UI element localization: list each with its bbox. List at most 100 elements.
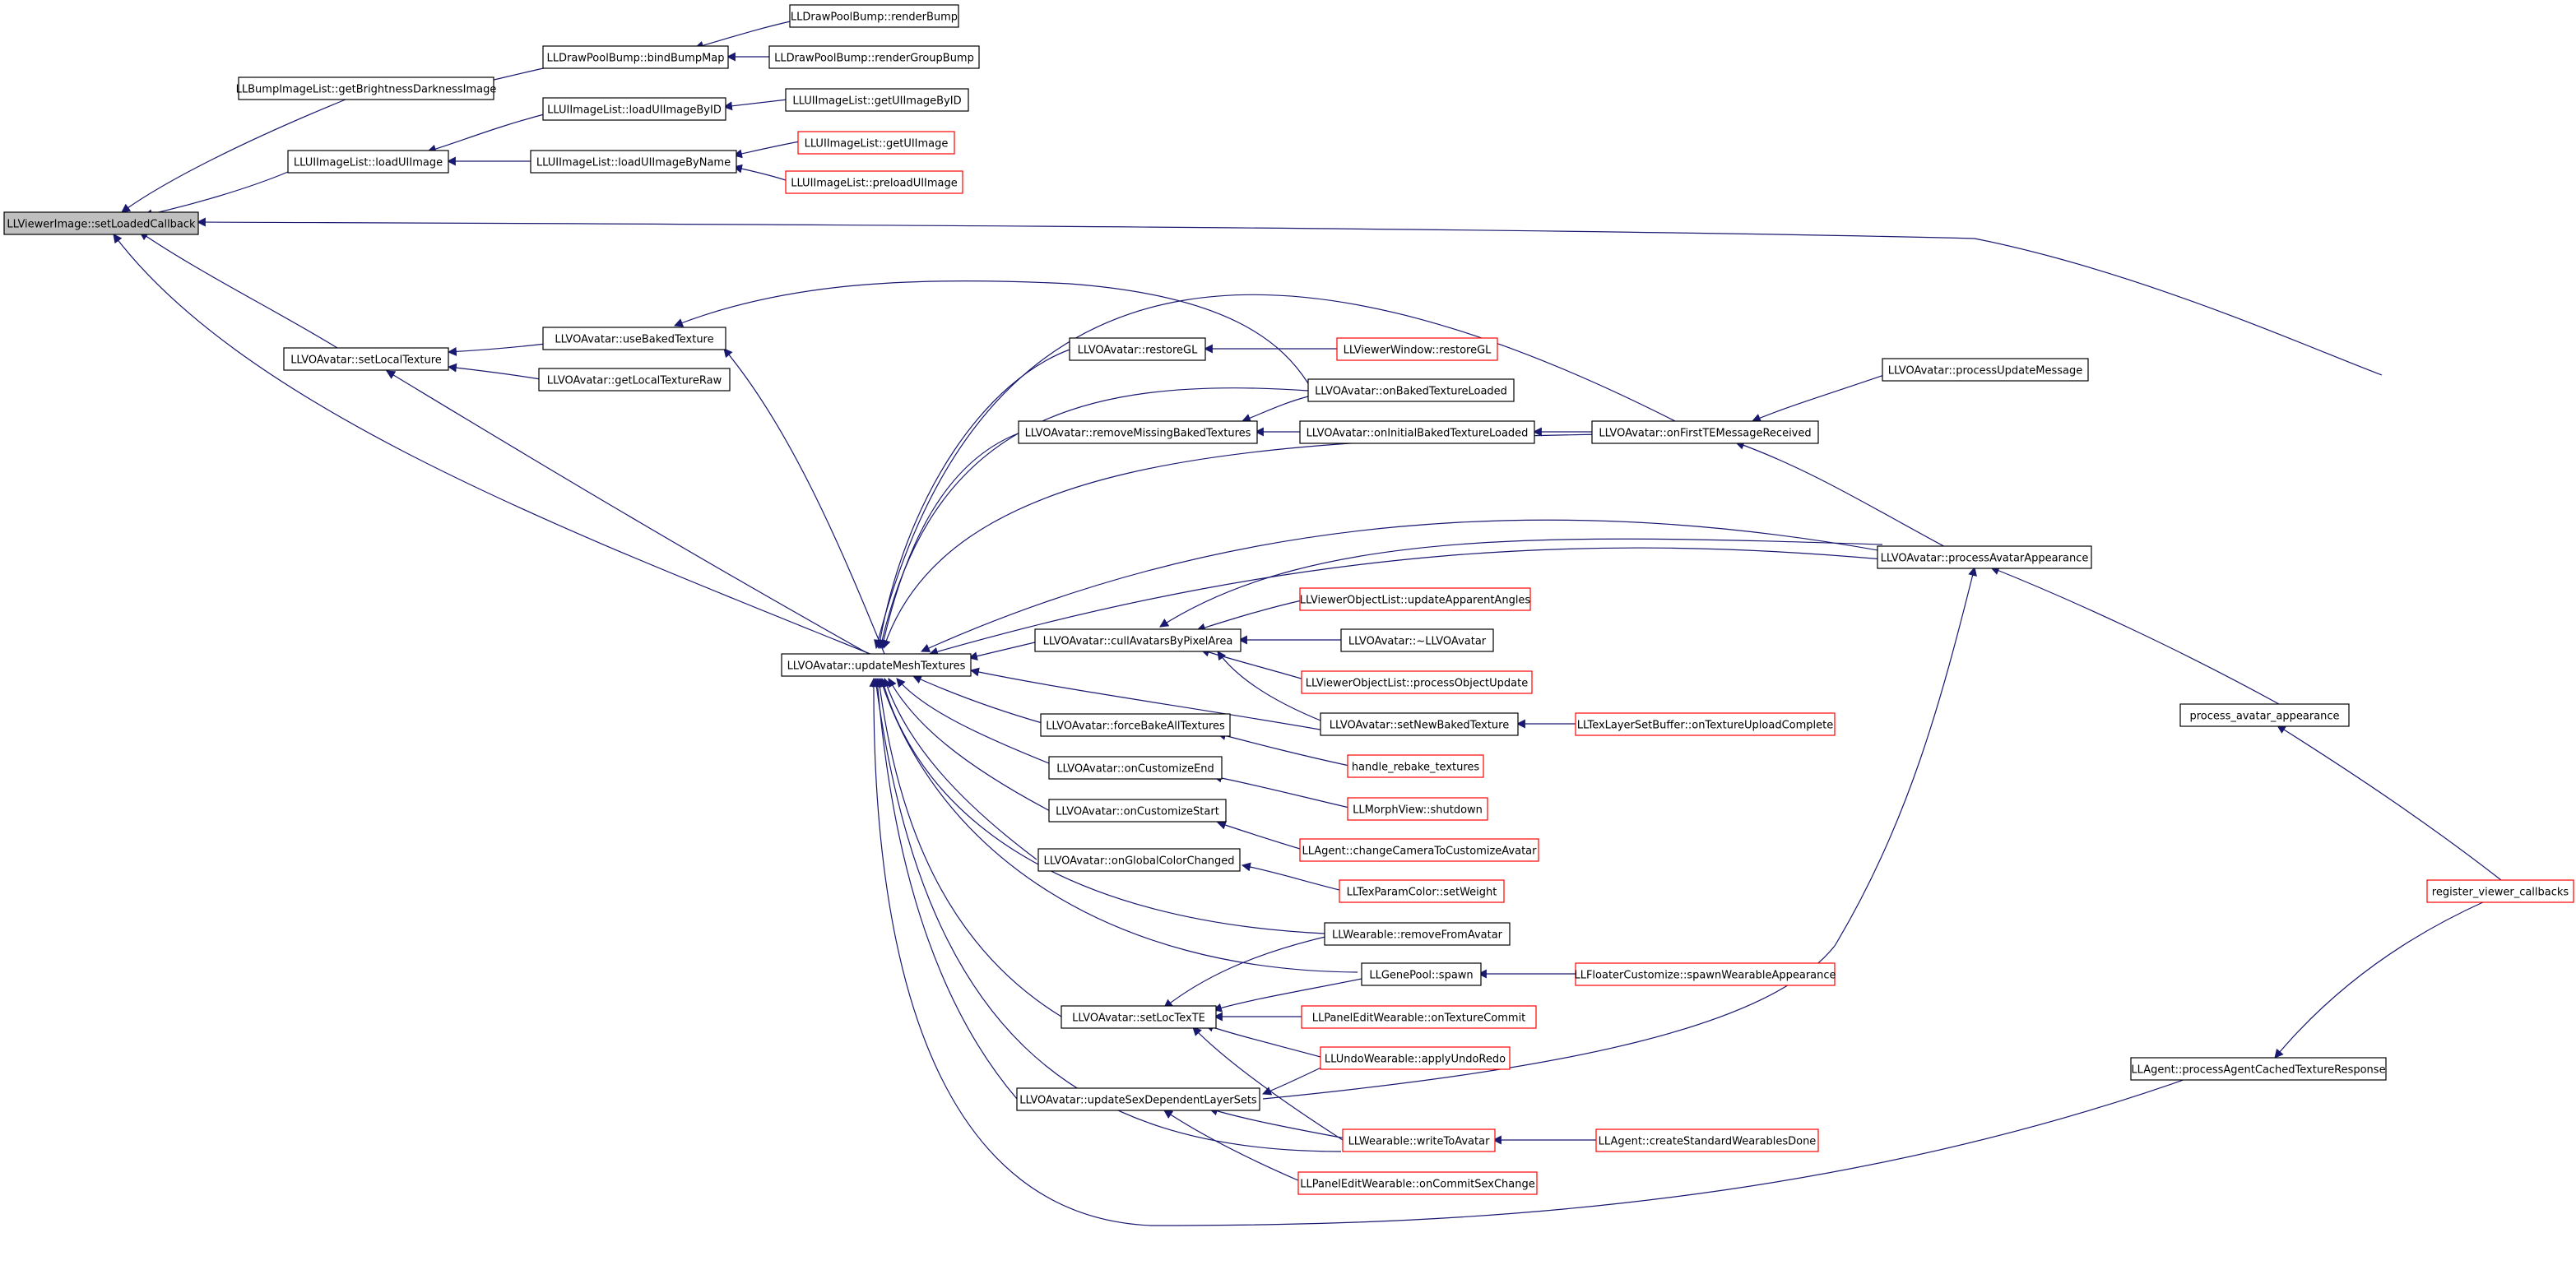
call-edges	[113, 20, 2502, 1226]
node-llvoavatar-cullavatarsbypixelarea[interactable]: LLVOAvatar::cullAvatarsByPixelArea	[1034, 628, 1242, 652]
node-llviewerobjectlist-updateapparentangles[interactable]: LLViewerObjectList::updateApparentAngles	[1299, 587, 1531, 611]
edge-registerviewercallbacks-to-processavatarappearancefn	[2277, 725, 2502, 881]
node-box	[785, 88, 969, 112]
node-llmorphview-shutdown[interactable]: LLMorphView::shutdown	[1347, 797, 1488, 821]
edge-getlocaltextureraw-to-setlocaltexture	[447, 363, 541, 380]
node-lluiimagelist-getuiimage[interactable]: LLUIImageList::getUIImage	[797, 131, 955, 155]
node-box	[1339, 879, 1505, 903]
node-llvoavatar-restoregl[interactable]: LLVOAvatar::restoreGL	[1069, 337, 1206, 361]
node-box	[1340, 628, 1494, 652]
node-label: LLVOAvatar::removeMissingBakedTextures	[1025, 428, 1251, 440]
node-llvoavatar-oninitialbakedtextureloaded[interactable]: LLVOAvatar::onInitialBakedTextureLoaded	[1299, 420, 1535, 444]
node-box	[1595, 1128, 1819, 1152]
node-box	[3, 211, 199, 235]
node-process-avatar-appearance[interactable]: process_avatar_appearance	[2179, 703, 2350, 727]
node-box	[1324, 922, 1511, 946]
node-lltexparamcolor-setweight[interactable]: LLTexParamColor::setWeight	[1339, 879, 1505, 903]
node-llfloatercustomize-spawnwearableappearance[interactable]: LLFloaterCustomize::spawnWearableAppeara…	[1574, 962, 1836, 986]
node-llvoavatar-forcebakealltextures[interactable]: LLVOAvatar::forceBakeAllTextures	[1040, 713, 1231, 737]
node-box	[1048, 799, 1227, 823]
node-llvoavatar-oncustomizestart[interactable]: LLVOAvatar::onCustomizeStart	[1048, 799, 1227, 823]
node-llviewerobjectlist-processobjectupdate[interactable]: LLViewerObjectList::processObjectUpdate	[1301, 670, 1533, 694]
node-llvoavatar-setloctexte[interactable]: LLVOAvatar::setLocTexTE	[1061, 1005, 1217, 1029]
edge-updatemesh-to-setloadedcallback	[113, 234, 877, 657]
node-llviewerimage-setloadedcallback[interactable]: LLViewerImage::setLoadedCallback	[3, 211, 199, 235]
node-llagent-changecameratocustomizeavatar[interactable]: LLAgent::changeCameraToCustomizeAvatar	[1299, 838, 1539, 862]
node-label: LLDrawPoolBump::renderGroupBump	[774, 53, 974, 65]
node-llwearable-removefromavatar[interactable]: LLWearable::removeFromAvatar	[1324, 922, 1511, 946]
node-label: LLDrawPoolBump::renderBump	[791, 12, 958, 24]
node-box	[1299, 838, 1539, 862]
node-llvoavatar-processupdatemessage[interactable]: LLVOAvatar::processUpdateMessage	[1882, 358, 2089, 382]
node-llgenepool-spawn[interactable]: LLGenePool::spawn	[1361, 962, 1482, 986]
node-llundowearable-applyundoredo[interactable]: LLUndoWearable::applyUndoRedo	[1320, 1046, 1511, 1070]
node-label: LLMorphView::shutdown	[1353, 804, 1483, 817]
node-label: LLVOAvatar::processAvatarAppearance	[1881, 553, 2089, 565]
edge-applyundoredo-to-setloctexte	[1204, 1023, 1321, 1058]
edge-processagentcached-to-registerviewercallbacks	[2274, 901, 2485, 1059]
node-llvoavatar-onbakedtextureloaded[interactable]: LLVOAvatar::onBakedTextureLoaded	[1307, 378, 1515, 402]
node-llbumpimagelist-getbrightnessdarknessimage[interactable]: LLBumpImageList::getBrightnessDarknessIm…	[236, 76, 497, 100]
edge-updatemeshtextures-to-setloadedcallback-direct	[196, 217, 2383, 376]
node-lldrawpoolbump-renderbump[interactable]: LLDrawPoolBump::renderBump	[789, 4, 959, 28]
node-llvoavatar-processavatarappearance[interactable]: LLVOAvatar::processAvatarAppearance	[1877, 545, 2092, 569]
node-box	[768, 45, 980, 69]
node-lluiimagelist-loaduiimagebyid[interactable]: LLUIImageList::loadUIImageByID	[542, 97, 726, 121]
node-llvoavatar-usebakedtexture[interactable]: LLVOAvatar::useBakedTexture	[542, 327, 726, 350]
node-llvoavatar-getlocaltextureraw[interactable]: LLVOAvatar::getLocalTextureRaw	[538, 368, 731, 392]
node-box	[542, 45, 729, 69]
node-label: LLTexLayerSetBuffer::onTextureUploadComp…	[1577, 720, 1833, 732]
node-box	[1877, 545, 2092, 569]
node-handle-rebake-textures[interactable]: handle_rebake_textures	[1347, 754, 1484, 778]
node-llvoavatar-llvoavatar[interactable]: LLVOAvatar::~LLVOAvatar	[1340, 628, 1494, 652]
node-llwearable-writetoavatar[interactable]: LLWearable::writeToAvatar	[1342, 1128, 1496, 1152]
node-box	[1016, 1087, 1260, 1111]
edge-setlocaltexture-to-setloadedcallback	[139, 231, 338, 349]
node-box	[2426, 879, 2574, 903]
node-label: LLUndoWearable::applyUndoRedo	[1325, 1054, 1506, 1066]
node-llvoavatar-updatesexdependentlayersets[interactable]: LLVOAvatar::updateSexDependentLayerSets	[1016, 1087, 1260, 1111]
node-llvoavatar-setnewbakedtexture[interactable]: LLVOAvatar::setNewBakedTexture	[1320, 712, 1519, 736]
node-box	[1591, 420, 1819, 444]
node-label: LLVOAvatar::onCustomizeEnd	[1056, 763, 1214, 776]
node-llagent-processagentcachedtextureresponse[interactable]: LLAgent::processAgentCachedTextureRespon…	[2130, 1057, 2387, 1081]
node-llviewerwindow-restoregl[interactable]: LLViewerWindow::restoreGL	[1336, 337, 1498, 361]
node-llvoavatar-onglobalcolorchanged[interactable]: LLVOAvatar::onGlobalColorChanged	[1037, 848, 1241, 872]
node-lldrawpoolbump-rendergroupbump[interactable]: LLDrawPoolBump::renderGroupBump	[768, 45, 980, 69]
node-box	[785, 170, 963, 194]
node-register-viewer-callbacks[interactable]: register_viewer_callbacks	[2426, 879, 2574, 903]
node-llvoavatar-onfirsttemessagereceived[interactable]: LLVOAvatar::onFirstTEMessageReceived	[1591, 420, 1819, 444]
edge-handlerebaketextures-to-forcebake	[1216, 731, 1350, 767]
node-llvoavatar-removemissingbakedtextures[interactable]: LLVOAvatar::removeMissingBakedTextures	[1018, 420, 1258, 444]
node-llpaneleditwearable-ontexturecommit[interactable]: LLPanelEditWearable::onTextureCommit	[1301, 1005, 1537, 1029]
node-label: LLVOAvatar::forceBakeAllTextures	[1046, 721, 1225, 733]
node-lldrawpoolbump-bindbumpmap[interactable]: LLDrawPoolBump::bindBumpMap	[542, 45, 729, 69]
node-llvoavatar-updatemeshtextures[interactable]: LLVOAvatar::updateMeshTextures	[781, 653, 972, 677]
node-box	[1299, 587, 1531, 611]
edge-processobjectupdate-to-cullavatars	[1200, 647, 1305, 680]
node-box	[1347, 754, 1484, 778]
node-llvoavatar-oncustomizeend[interactable]: LLVOAvatar::onCustomizeEnd	[1048, 756, 1223, 780]
node-lluiimagelist-loaduiimagebyname[interactable]: LLUIImageList::loadUIImageByName	[530, 150, 737, 174]
node-llpaneleditwearable-oncommitsexchange[interactable]: LLPanelEditWearable::onCommitSexChange	[1297, 1171, 1538, 1195]
edge-loaduiimage-to-setloadedcallback	[142, 171, 289, 219]
node-label: LLGenePool::spawn	[1369, 970, 1473, 982]
node-lluiimagelist-loaduiimage[interactable]: LLUIImageList::loadUIImage	[287, 150, 449, 174]
edge-setweight-to-onglobalcolorchanged	[1241, 862, 1340, 891]
node-lluiimagelist-getuiimagebyid[interactable]: LLUIImageList::getUIImageByID	[785, 88, 969, 112]
node-label: LLFloaterCustomize::spawnWearableAppeara…	[1574, 970, 1836, 982]
node-box	[1018, 420, 1258, 444]
node-label: LLTexParamColor::setWeight	[1347, 887, 1497, 899]
edge-onbakedtextureloaded-to-usebakedtexture	[673, 280, 1309, 384]
edge-oncommitsexchange-to-updatesex	[1163, 1110, 1301, 1182]
edge-usebakedtexture-to-setlocaltexture	[447, 343, 546, 356]
node-label: LLVOAvatar::setNewBakedTexture	[1330, 720, 1509, 732]
edge-removefromavatar-to-setloctexte	[1163, 935, 1330, 1008]
node-box	[1307, 378, 1515, 402]
node-lluiimagelist-preloaduiimage[interactable]: LLUIImageList::preloadUIImage	[785, 170, 963, 194]
edge-getuiimagebyid-to-loaduiimagebyid	[722, 99, 788, 111]
node-llvoavatar-setlocaltexture[interactable]: LLVOAvatar::setLocalTexture	[283, 347, 449, 371]
node-box	[1037, 848, 1241, 872]
node-llagent-createstandardwearablesdone[interactable]: LLAgent::createStandardWearablesDone	[1595, 1128, 1819, 1152]
node-lltexlayersetbuffer-ontextureuploadcomplete[interactable]: LLTexLayerSetBuffer::onTextureUploadComp…	[1575, 712, 1836, 736]
